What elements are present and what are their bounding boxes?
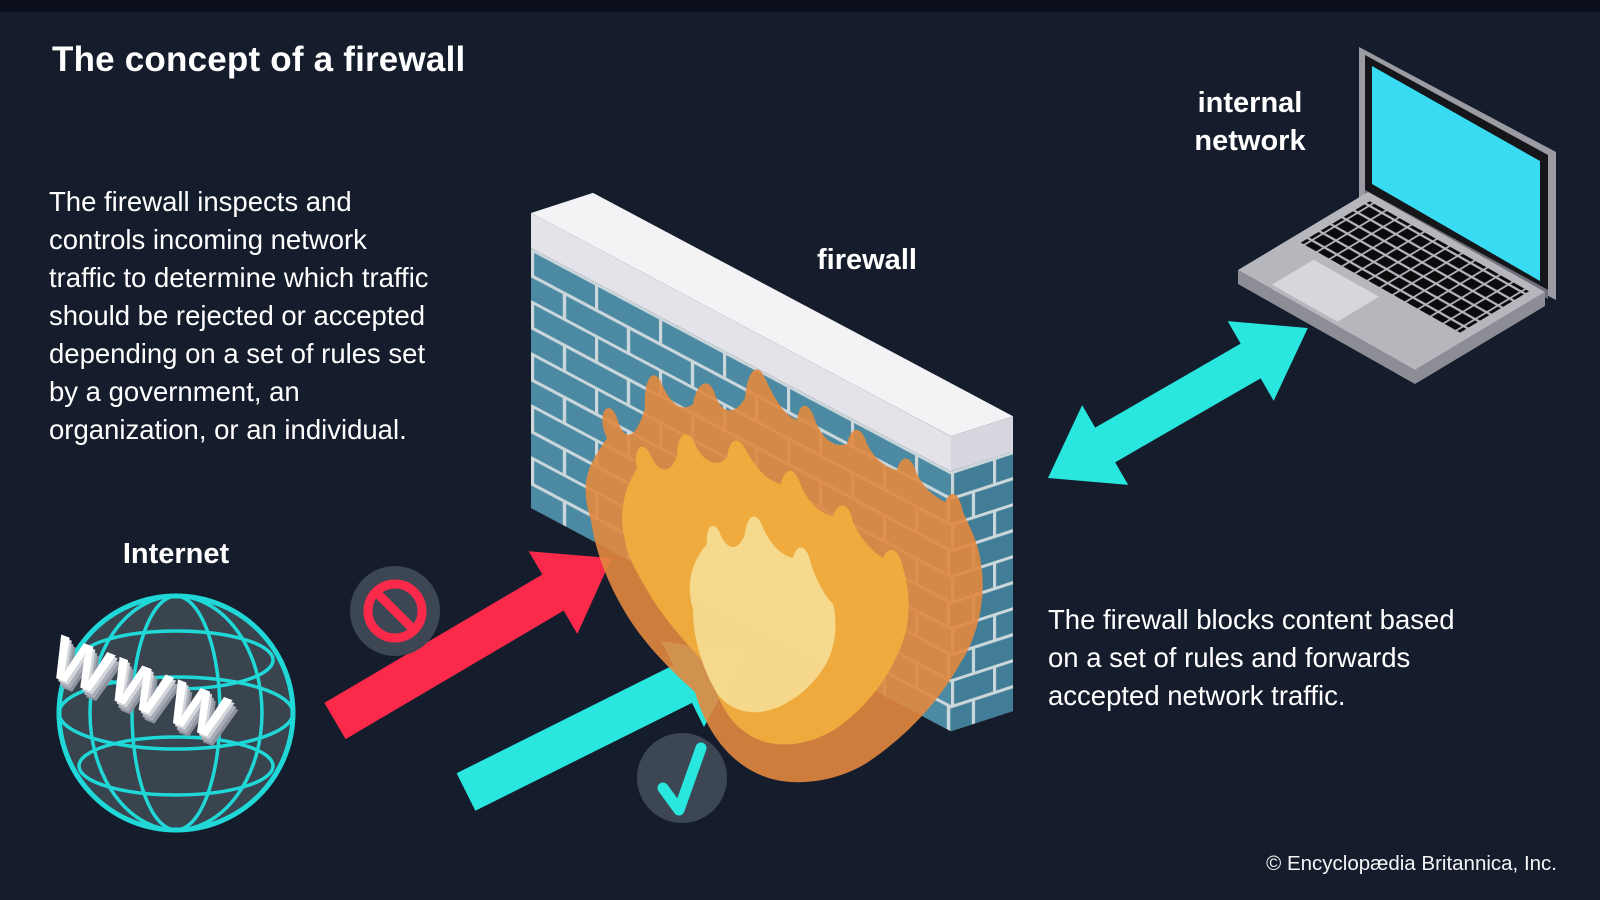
right-description-text: The firewall blocks content based on a s…: [1048, 604, 1455, 711]
accepted-traffic-arrow: [456, 641, 744, 811]
no-entry-icon: [350, 566, 440, 656]
globe-wireframe: [57, 594, 295, 832]
laptop-base: [1238, 192, 1545, 384]
internet-label: Internet: [122, 538, 230, 570]
wall-cap: [531, 192, 1013, 472]
laptop-trackpad: [1271, 259, 1380, 322]
top-border-strip: [0, 0, 1600, 12]
globe-icon: [56, 593, 296, 833]
page-title: The concept of a firewall: [52, 40, 466, 79]
flame-icon: [585, 369, 983, 783]
blocked-traffic-arrow: [324, 551, 612, 740]
brick-wall-flame-icon: [531, 192, 1013, 783]
left-description-text: The firewall inspects and controls incom…: [49, 186, 429, 445]
bidirectional-arrow: [1048, 321, 1308, 485]
check-icon: [637, 733, 727, 823]
internal-network-label: internal network: [1194, 87, 1306, 157]
laptop-keyboard: [1300, 201, 1529, 333]
firewall-label: firewall: [817, 244, 917, 276]
copyright-text: © Encyclopædia Britannica, Inc.: [1266, 852, 1557, 875]
